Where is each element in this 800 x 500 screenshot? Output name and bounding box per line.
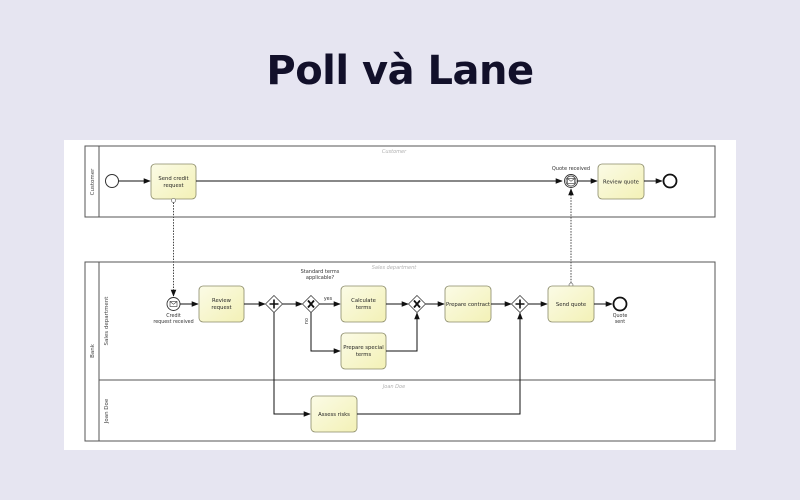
task-label: Assess risks <box>318 412 350 418</box>
page-title: Poll và Lane <box>266 48 534 94</box>
x-icon <box>413 299 421 309</box>
end-event[interactable] <box>662 173 678 189</box>
end-event-quote-sent[interactable] <box>612 296 628 312</box>
event-label: Quote received <box>552 166 590 172</box>
task-label: Prepare special <box>343 345 384 351</box>
task-review-quote[interactable]: Review quote <box>597 163 645 200</box>
lane-sales-watermark: Sales department <box>372 265 418 271</box>
event-credit-request-received[interactable] <box>166 297 181 311</box>
task-label: Review quote <box>603 180 639 186</box>
exclusive-gateway-standard-terms[interactable] <box>301 294 321 314</box>
task-review-request[interactable]: Review request <box>198 285 245 323</box>
task-prepare-special-terms[interactable]: Prepare special terms <box>340 332 387 370</box>
event-label: request received <box>153 319 193 325</box>
event-quote-received[interactable] <box>564 174 578 188</box>
task-label: Calculate <box>351 298 376 304</box>
lane-joan-watermark: Joan Doe <box>382 384 405 390</box>
lane-joan-label: Joan Doe <box>104 398 110 424</box>
message-flow-credit-request <box>170 198 177 297</box>
task-label: request <box>163 183 183 189</box>
task-prepare-contract[interactable]: Prepare contract <box>444 285 492 323</box>
pool-customer-watermark: Customer <box>382 149 407 155</box>
lane-sales-label: Sales department <box>104 296 110 346</box>
gateway-label: applicable? <box>306 275 335 281</box>
event-label: Credit <box>166 313 181 319</box>
event-label: Quote <box>613 313 628 319</box>
x-icon <box>307 299 315 309</box>
pool-customer-label: Customer <box>90 168 96 195</box>
lane-joan-doe[interactable]: Joan Doe Joan Doe <box>104 384 405 424</box>
pool-bank-label: Bank <box>90 343 96 358</box>
sequence-flow <box>310 312 341 354</box>
sequence-flow <box>386 312 420 352</box>
task-calculate-terms[interactable]: Calculate terms <box>340 285 387 323</box>
flow-label-no: no <box>305 318 310 324</box>
plus-icon <box>515 299 525 309</box>
sequence-flow <box>357 312 523 415</box>
lane-sales-department[interactable]: Sales department Sales department <box>99 265 715 381</box>
flow-label-yes: yes <box>324 297 333 302</box>
task-send-quote[interactable]: Send quote <box>547 285 595 323</box>
task-label: Send quote <box>556 302 586 308</box>
task-assess-risks[interactable]: Assess risks <box>310 395 358 433</box>
start-event[interactable] <box>105 174 119 188</box>
bpmn-diagram: Customer Customer Send credit request Qu… <box>64 140 736 450</box>
plus-icon <box>269 299 279 309</box>
task-label: Prepare contract <box>446 302 490 308</box>
task-label: terms <box>356 305 372 311</box>
event-label: sent <box>615 319 625 325</box>
task-send-credit-request[interactable]: Send credit request <box>150 163 197 200</box>
exclusive-gateway-merge[interactable] <box>407 294 427 314</box>
task-label: request <box>211 305 231 311</box>
gateway-label: Standard terms <box>301 269 340 275</box>
task-label: Review <box>212 298 232 304</box>
task-label: Send credit <box>158 176 188 182</box>
task-label: terms <box>356 352 372 358</box>
sequence-flow <box>273 312 311 417</box>
